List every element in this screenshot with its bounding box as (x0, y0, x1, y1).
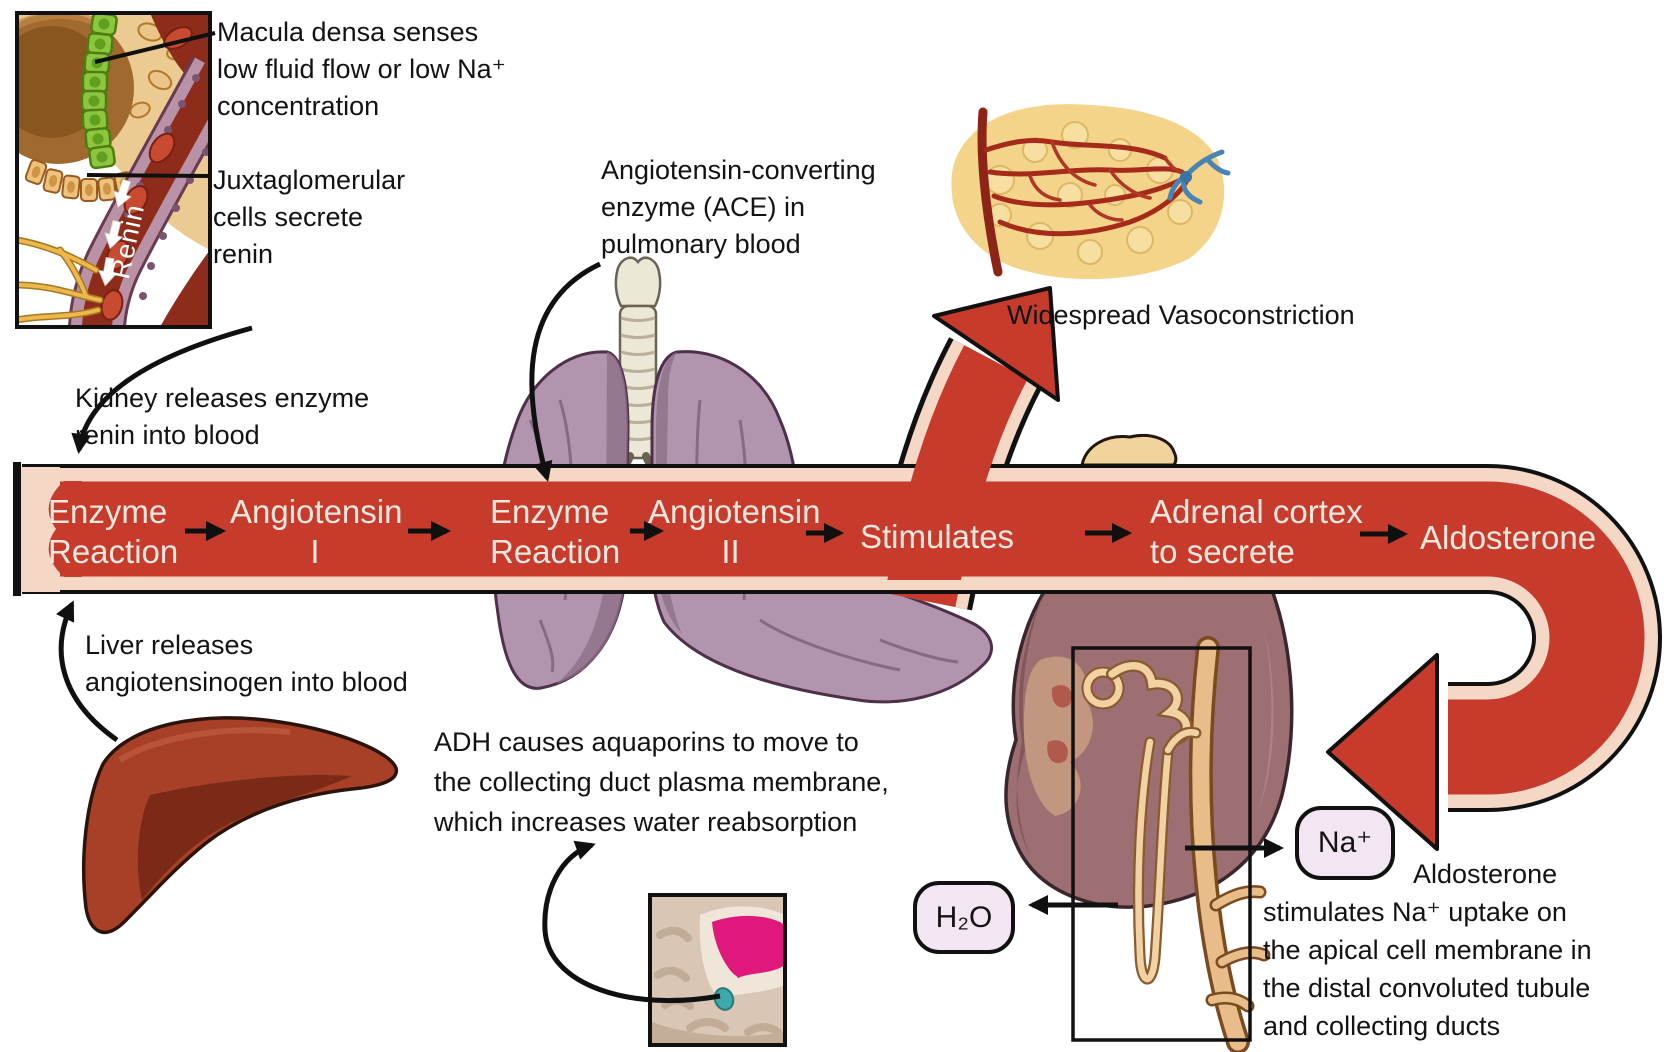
step-aldosterone: Aldosterone (1420, 519, 1597, 556)
juxtaglomerular-annotation: Juxtaglomerular cells secrete renin (213, 165, 406, 269)
ace-annotation: Angiotensin-converting enzyme (ACE) in p… (601, 155, 876, 259)
pituitary-inset (648, 893, 787, 1047)
aldosterone-effect-annotation: Aldosterone stimulates Na⁺ uptake on the… (1263, 859, 1592, 1041)
kidney-illustration (1004, 588, 1294, 1052)
step-adrenal-cortex: Adrenal cortex to secrete (1150, 493, 1363, 570)
macula-densa-annotation: Macula densa senses low fluid flow or lo… (217, 17, 506, 121)
step-angiotensin-2: Angiotensin II (648, 493, 821, 570)
widespread-vasoconstriction-label: Widespread Vasoconstriction (1007, 300, 1355, 330)
juxtaglomerular-inset (15, 11, 212, 329)
step-stimulates: Stimulates (860, 518, 1015, 555)
kidney-release-annotation: Kidney releases enzyme renin into blood (75, 383, 370, 450)
blood-vessel-pipe (13, 462, 1662, 812)
water-badge (913, 881, 1015, 954)
nephron-zoom-frame (1071, 646, 1252, 1042)
connector-arrows (56, 31, 1408, 1004)
aldosterone-return-arrowhead (1326, 653, 1439, 851)
step-angiotensin-1: Angiotensin I (230, 493, 403, 570)
sodium-badge-label: Na⁺ (1317, 826, 1373, 859)
sodium-badge (1295, 806, 1395, 880)
step-enzyme-reaction-1: Enzyme Reaction (48, 493, 179, 570)
renin-secretion-arrows (98, 178, 132, 287)
branch-junction-patch (887, 462, 993, 580)
adh-annotation: ADH causes aquaporins to move to the col… (434, 727, 889, 837)
adrenal-gland-illustration (1080, 434, 1178, 467)
liver-illustration (82, 716, 398, 935)
water-badge-label: H₂O (935, 901, 993, 934)
liver-release-annotation: Liver releases angiotensinogen into bloo… (85, 630, 408, 697)
step-enzyme-reaction-2: Enzyme Reaction (490, 493, 621, 570)
capillary-bed-illustration (951, 104, 1231, 280)
